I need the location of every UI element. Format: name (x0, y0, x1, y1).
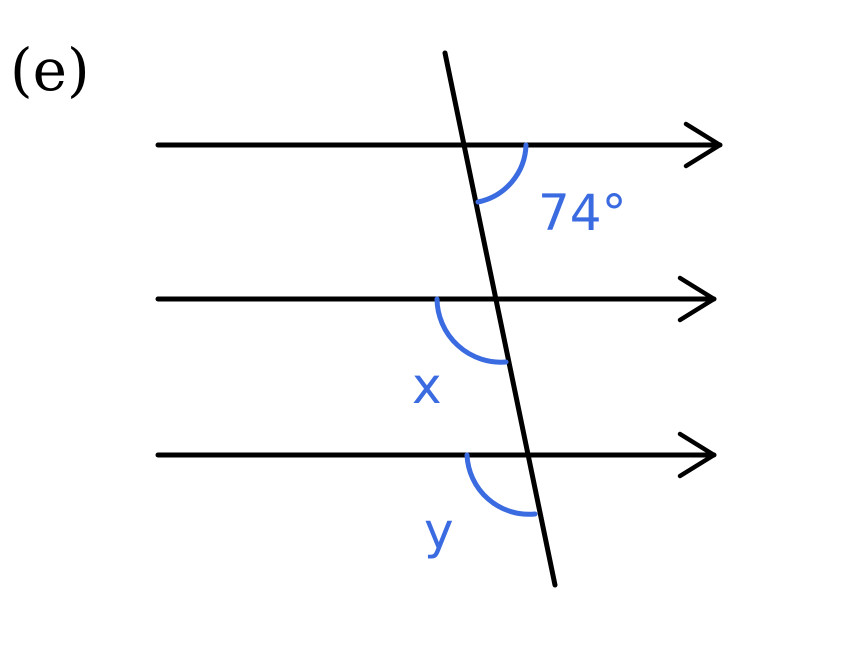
parallel-arrow-top (683, 121, 723, 169)
parallel-arrow-middle (677, 275, 717, 323)
angle-label-74: 74° (538, 184, 627, 242)
angle-arc-74 (475, 142, 529, 205)
angle-arc-y (464, 452, 538, 517)
angle-label-x: x (412, 357, 442, 415)
angle-arc-x (434, 296, 509, 365)
angle-label-y: y (424, 502, 454, 560)
transversal-line (442, 50, 558, 588)
part-label: (e) (10, 36, 90, 104)
parallel-arrow-bottom (677, 431, 717, 479)
